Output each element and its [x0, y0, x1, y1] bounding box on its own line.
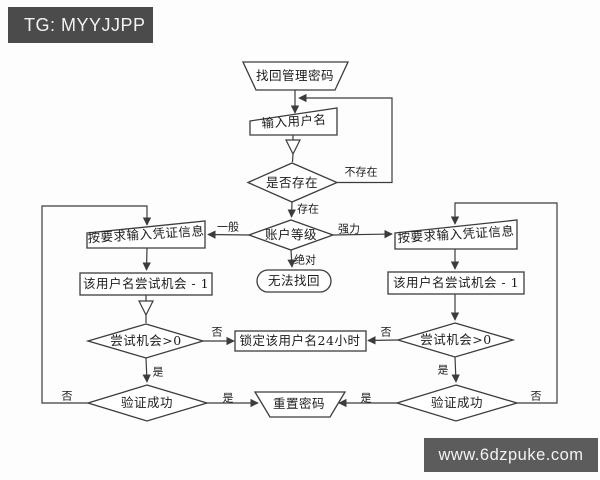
node-right-attempts-check-label: 尝试机会>0 — [420, 331, 492, 347]
edge-level-absolute — [287, 249, 296, 268]
node-left-credentials — [86, 220, 206, 249]
node-right-credentials — [394, 219, 518, 250]
edge-label-strong: 强力 — [338, 222, 360, 236]
node-start-label: 找回管理密码 — [255, 67, 335, 83]
edge-label-not-exists: 不存在 — [344, 165, 378, 179]
node-lock-username-label: 锁定该用户名24小时 — [239, 332, 361, 348]
watermark-bottom-text: www.6dzpuke.com — [438, 445, 584, 464]
node-left-attempts-check-label: 尝试机会>0 — [110, 332, 182, 348]
node-start — [241, 61, 350, 91]
edge-label-left-no-verify: 否 — [61, 389, 73, 403]
node-reset-password-label: 重置密码 — [272, 395, 326, 411]
edge-not-exists-loop — [298, 93, 393, 184]
node-right-attempts — [387, 271, 525, 295]
node-left-attempts-check — [85, 323, 206, 359]
edge-level-normal — [207, 230, 250, 239]
watermark-top-text: TG: MYYJJPP — [24, 14, 146, 35]
node-left-verify — [85, 384, 210, 422]
edge-left-no-loop — [41, 205, 152, 404]
edge-left-yes-to-verify — [142, 357, 151, 383]
node-cannot-recover — [256, 269, 332, 293]
node-right-attempts-check — [395, 322, 516, 358]
node-right-verify — [394, 384, 520, 422]
node-cannot-recover-label: 无法找回 — [267, 272, 321, 288]
watermark-top-banner: TG: MYYJJPP — [8, 7, 153, 43]
edge-exists-to-level — [287, 201, 296, 218]
node-right-attempts-label: 该用户名尝试机会 - 1 — [392, 274, 520, 290]
node-exists-check — [246, 162, 339, 203]
edge-label-right-yes-verify: 是 — [360, 391, 372, 405]
node-right-verify-label: 验证成功 — [430, 394, 484, 410]
node-left-attempts-label: 该用户名尝试机会 - 1 — [82, 275, 210, 291]
edge-label-left-no-attempts: 否 — [211, 325, 223, 339]
edge-label-exists: 存在 — [297, 202, 319, 216]
edge-label-right-no-attempts: 否 — [380, 325, 392, 339]
edge-label-normal: 一般 — [217, 220, 239, 234]
hollow-arrow-icon — [138, 300, 154, 317]
node-exists-check-label: 是否存在 — [265, 174, 319, 190]
node-lock-username — [234, 330, 367, 352]
node-enter-username — [249, 107, 338, 136]
edge-right-no-loop — [450, 202, 558, 404]
edge-right-yes-to-verify — [451, 356, 460, 383]
edge-level-strong — [332, 229, 393, 239]
node-left-verify-label: 验证成功 — [120, 394, 174, 410]
edge-label-right-yes-attempts: 是 — [437, 363, 449, 377]
edge-right-no-to-lock — [367, 336, 399, 345]
node-reset-password — [253, 391, 347, 418]
edge-label-right-no-verify: 否 — [530, 389, 542, 403]
edge-username-to-exists — [291, 135, 294, 163]
edge-label-left-yes-verify: 是 — [222, 391, 234, 405]
watermark-bottom-banner: www.6dzpuke.com — [424, 438, 598, 472]
node-account-level — [247, 219, 335, 251]
edge-leftcred-to-attempts — [142, 247, 151, 271]
node-left-attempts — [79, 272, 213, 296]
hollow-arrow-icon — [285, 139, 301, 156]
edge-label-left-yes-attempts: 是 — [152, 365, 164, 379]
node-account-level-label: 账户等级 — [264, 226, 318, 242]
edge-label-absolute: 绝对 — [294, 253, 316, 267]
